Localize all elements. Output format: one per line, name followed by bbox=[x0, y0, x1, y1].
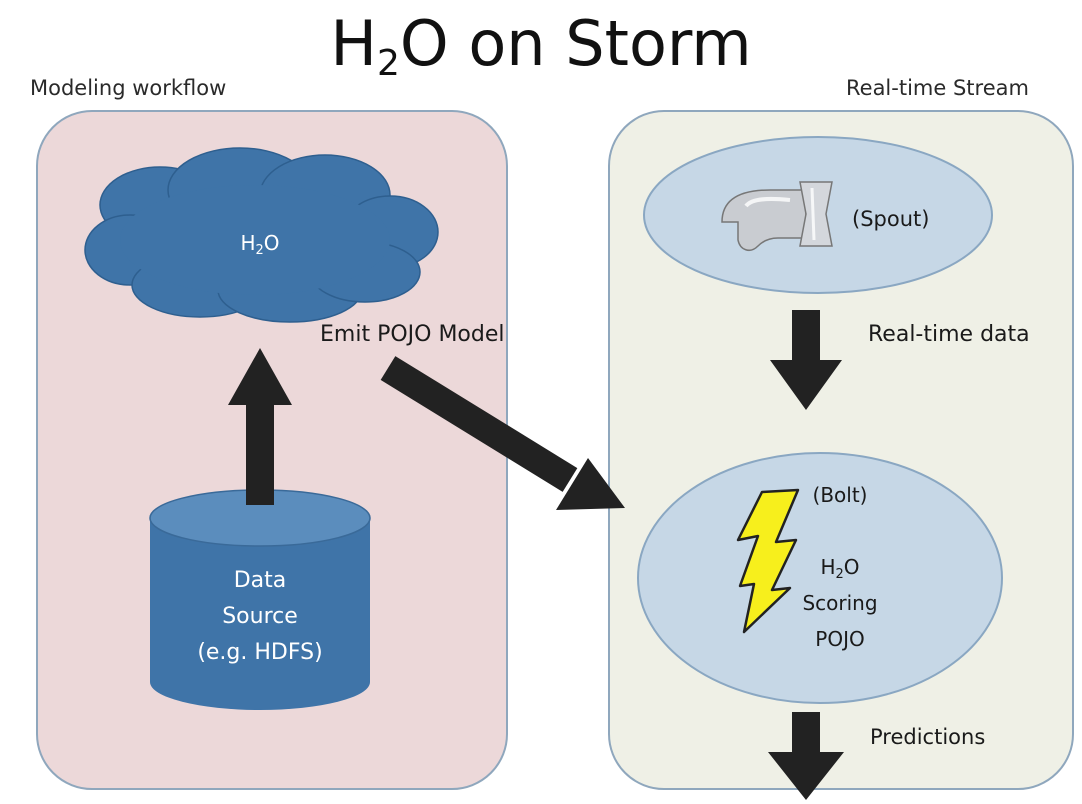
bolt-label: (Bolt) bbox=[812, 483, 868, 507]
predictions-label: Predictions bbox=[870, 725, 986, 749]
real-time-data-arrow bbox=[770, 310, 842, 410]
data-source-line3: (e.g. HDFS) bbox=[197, 640, 323, 665]
bolt-scoring-label: Scoring bbox=[802, 591, 878, 615]
emit-pojo-label: Emit POJO Model bbox=[320, 322, 505, 347]
data-source-line2: Source bbox=[222, 604, 298, 629]
bolt-h2o-label: H2O bbox=[820, 555, 860, 582]
upload-arrow bbox=[228, 348, 292, 505]
emit-pojo-arrow bbox=[380, 356, 625, 510]
bolt-pojo-label: POJO bbox=[815, 627, 865, 651]
real-time-data-label: Real-time data bbox=[868, 322, 1030, 347]
data-source-line1: Data bbox=[233, 568, 287, 593]
bolt-ellipse bbox=[637, 452, 1003, 704]
predictions-arrow bbox=[768, 712, 844, 800]
right-panel-label: Real-time Stream bbox=[846, 76, 1029, 100]
lightning-icon bbox=[736, 488, 800, 634]
spout-label: (Spout) bbox=[852, 207, 930, 231]
h2o-cloud bbox=[84, 147, 439, 323]
left-panel-label: Modeling workflow bbox=[30, 76, 227, 100]
cloud-label: H2O bbox=[240, 231, 280, 258]
data-source-cylinder bbox=[149, 489, 371, 710]
diagram-title: H2O on Storm bbox=[330, 7, 752, 84]
faucet-icon bbox=[721, 181, 833, 251]
